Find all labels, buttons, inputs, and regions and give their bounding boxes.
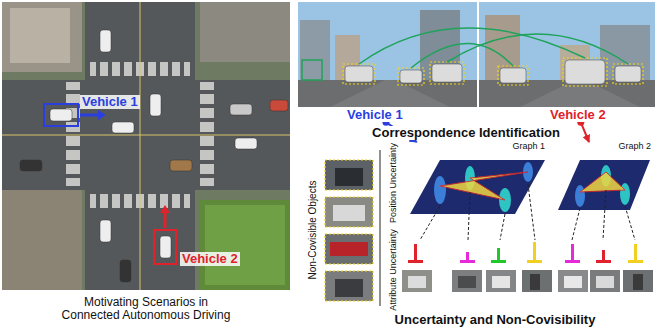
node-text: Vehicle 1	[345, 108, 405, 122]
graph-panel: Graph 1	[405, 142, 547, 218]
axis-label: Attribute Uncertainty	[389, 229, 399, 311]
graph-title: Graph 1	[405, 142, 547, 152]
section-title: Correspondence Identification	[370, 126, 562, 140]
figure-caption: Uncertainty and Non-Covisibility	[395, 313, 596, 327]
graph-title: Graph 2	[555, 142, 653, 152]
figure-caption: Motivating Scenarios in Connected Autono…	[55, 296, 237, 322]
vehicle-label: Vehicle 2	[180, 252, 240, 266]
vehicle-label: Vehicle 1	[80, 95, 140, 109]
graph-panel: Graph 2	[555, 142, 653, 214]
node-text: Vehicle 2	[548, 108, 608, 122]
axis-label: Non-Covisible Objects	[307, 181, 318, 280]
vehicle-label: Vehicle 1	[345, 108, 405, 122]
vehicle-label: Vehicle 2	[548, 108, 608, 122]
axis-label: Position Uncertainty	[389, 143, 399, 223]
